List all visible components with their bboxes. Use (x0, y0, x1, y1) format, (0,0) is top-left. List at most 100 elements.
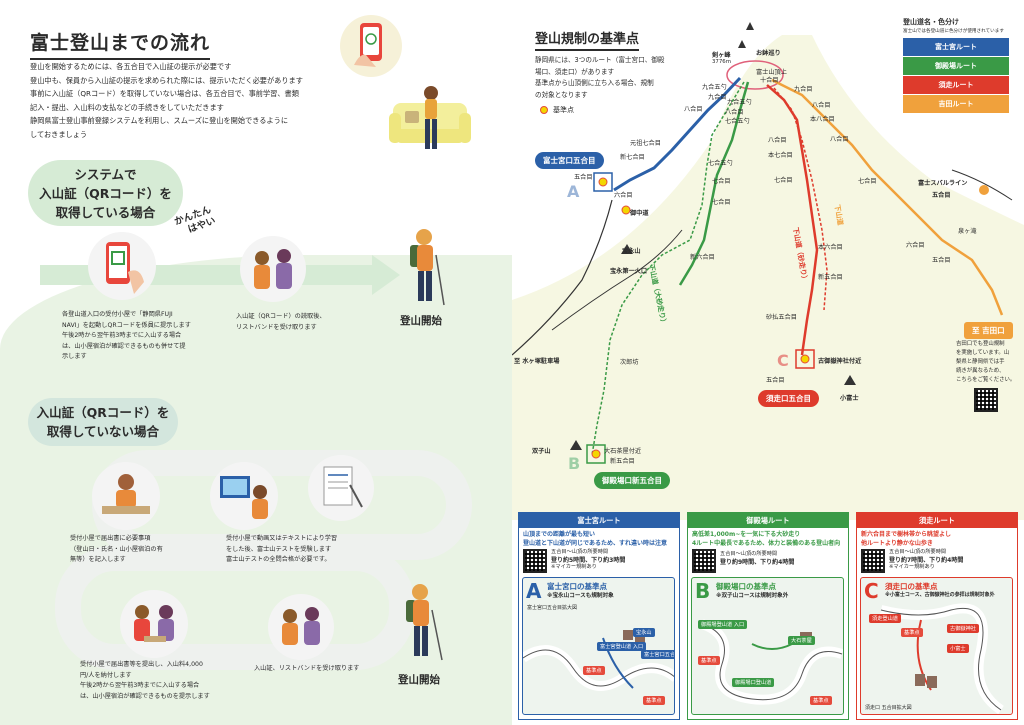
phone-hand-icon (354, 23, 382, 67)
qr-phone-circle (88, 232, 156, 300)
station-label: 六合目 (906, 242, 925, 249)
qr-line: 登り約9時間、下り約4時間 (720, 558, 795, 566)
card-point: 他ルートより静かな山歩き (861, 540, 933, 547)
staff-circle (240, 236, 306, 302)
station-label: 七合目 (858, 178, 877, 185)
qr-line: 五合目〜山頂の所要時間 (551, 549, 609, 555)
step1-text: 各登山道入口の受付小屋で「静岡県FUJI NAVI」を起動しQRコードを係員に提… (62, 310, 197, 363)
chip: 御殿場登山道 入口 (698, 620, 748, 629)
base-title: 須走口の基準点 (885, 582, 938, 591)
bubble-line: 取得している場合 (55, 205, 156, 220)
station-label: 元祖七合目 (630, 140, 661, 147)
note-line: 梨県と静岡県では手 (956, 359, 1005, 365)
base-detail-b: B 御殿場口の基準点 ※双子山コースは規制対象外 御殿場登山道 入口 大石茶屋 … (691, 577, 844, 715)
route-card-subashiri: 須走ルート 新六合目まで樹林帯から眺望よし 他ルートより静かな山歩き 五合目〜山… (856, 512, 1018, 720)
base-detail-c: C 須走口の基準点 ※小富士コース、古御嶽神社の参拝は規制対象外 須走登山道 基… (860, 577, 1013, 715)
qr-line: 五合目〜山頂の所要時間 (720, 551, 778, 557)
phone-qr-illustration (340, 15, 402, 77)
sofa-person-illustration (389, 86, 471, 149)
step4-text: 受付小屋で動画又はテキストにより学習 をした後、富士山テストを受験します 富士山… (226, 534, 366, 566)
qr-line: 登り約5時間、下り約3時間 (551, 556, 626, 564)
step-line: 富士山テストの全問合格が必要です。 (226, 556, 331, 563)
station-label: 九合目 (794, 86, 813, 93)
kengamine-label: 剣ヶ峰 (712, 52, 731, 59)
route-card-gotemba: 御殿場ルート 高低差1,000m~を一気に下る大砂走り 4ルート中最長であるため… (687, 512, 849, 720)
station-label: 新六合目 (690, 254, 715, 261)
step-line: 無等）を記入します (70, 556, 126, 563)
card-qr-code[interactable] (861, 549, 885, 573)
base-c-tag: 須走口五合目 (758, 390, 819, 407)
station-label: 七合目 (712, 199, 731, 206)
subaru-road (951, 169, 1013, 201)
base-letter: B (695, 579, 711, 603)
card-qr-code[interactable] (523, 549, 547, 573)
payment-icon (134, 605, 174, 642)
intro-line: 静岡県富士登山事前登録システムを利用し、スムーズに登山を開始できるように (30, 116, 289, 125)
station-label: 八合目 (768, 137, 787, 144)
case-without-qr-bubble: 入山証（QRコード）を 取得していない場合 (28, 398, 178, 446)
qr-line: ※マイカー規制あり (551, 564, 597, 570)
intro-line: しておきましょう (30, 129, 88, 139)
legend-title: 登山道名・色分け (903, 18, 959, 26)
note-line: 吉田口でも登山規制 (956, 341, 1005, 347)
hiker-icon (410, 229, 445, 306)
step6-text: 入山証、リストバンドを受け取ります (254, 664, 374, 675)
step-line: は、山小屋宿泊が確認できるものも併せて提 (62, 342, 186, 350)
step-line: をした後、富士山テストを受験します (226, 545, 332, 553)
ohachi-trail (726, 60, 784, 90)
intro-line: 事前に入山証（QRコード）を取得していない場合は、各五合目で、事前学習、書類 (30, 89, 299, 98)
step-line: 午後2時から翌午前3時までに入山する場合 (80, 682, 200, 689)
flow-arrow-head-icon (372, 255, 400, 295)
note-line: を実施しています。山 (956, 350, 1010, 356)
base-b-box (586, 444, 606, 464)
hiker-icon (406, 584, 443, 661)
chip: 富士宮口五合目 (641, 650, 674, 659)
station-label: 五合目 (766, 377, 785, 384)
station-label: 新七合目 (620, 154, 645, 161)
card-head: 須走ルート (857, 513, 1017, 528)
bubble-line: システムで (74, 167, 137, 182)
payment-circle (120, 590, 188, 658)
case-with-qr-bubble: システムで 入山証（QRコード）を 取得している場合 (28, 160, 183, 226)
card-qr-code[interactable] (692, 549, 716, 573)
station-label: 六合目 (614, 192, 633, 199)
bubble-line: 入山証（QRコード）を (36, 405, 170, 420)
card-head: 御殿場ルート (688, 513, 848, 528)
station-label: 九合五勺 (727, 99, 752, 106)
wristband-circle (268, 594, 334, 660)
base-a-tag: 富士宮口五合目 (535, 152, 604, 169)
map-caption: 富士宮口五合目拡大図 (527, 605, 578, 611)
step-line: NAVI」を起動しQRコードを係員に提示します (62, 321, 191, 329)
form-writing-icon (102, 474, 150, 514)
station-label: 本七合目 (768, 152, 793, 159)
step-line: 各登山道入口の受付小屋で「静岡県FUJI (62, 311, 173, 318)
hoeizan-label: 宝永山 (622, 248, 641, 255)
step-line: リストバンドを受け取ります (236, 323, 317, 331)
intro-line: 記入・提出、入山料の支払などの手続きをしていただきます (30, 102, 224, 112)
base-sub: ※小富士コース、古御嶽神社の参拝は規制対象外 (885, 592, 995, 598)
step5-text: 受付小屋で届出書等を提出し、入山料4,000 円/人を納付します 午後2時から翌… (80, 660, 255, 702)
station-label: 七合五勺 (708, 160, 733, 167)
legend-fujinomiya: 富士宮ルート (903, 38, 1009, 56)
chip: 古御嶽神社 (947, 624, 979, 633)
legend-subashiri: 須走ルート (903, 76, 1009, 94)
chudo-label: 御中道 (630, 210, 649, 217)
staff-scan-icon (254, 249, 292, 289)
chip: 宝永山 (633, 628, 655, 637)
regulation-desc: 静岡県には、3つのルート（富士宮口、御殿 場口、須走口）があります 基準点から山… (535, 55, 705, 101)
station-label: 五合目 (932, 257, 951, 264)
kengamine-peak-icon (738, 40, 746, 48)
intro-line: 登山中も、保員から入山証の提示を求められた際には、提示いただく必要があります (30, 75, 303, 85)
station-label: 七合目 (774, 177, 793, 184)
legend-gotemba: 御殿場ルート (903, 57, 1009, 75)
legend-note: 登山道名・色分け 富士山では各登山道に色分けが使用されています (903, 18, 1004, 36)
gotemba-trail (678, 81, 750, 286)
step-line: は、山小屋宿泊が確認できるものを提示します (80, 692, 210, 700)
yoshida-qr-code[interactable] (974, 388, 998, 412)
right-page: 登山規制の基準点 静岡県には、3つのルート（富士宮口、御殿 場口、須走口）があり… (512, 0, 1024, 725)
summit-hut-label: 十合目 (760, 77, 779, 84)
hoei-crater-label: 宝永第一火口 (610, 268, 648, 275)
form-writing-circle (92, 462, 160, 530)
chudo-pin-icon (621, 205, 631, 215)
start-climb-label: 登山開始 (400, 315, 442, 327)
